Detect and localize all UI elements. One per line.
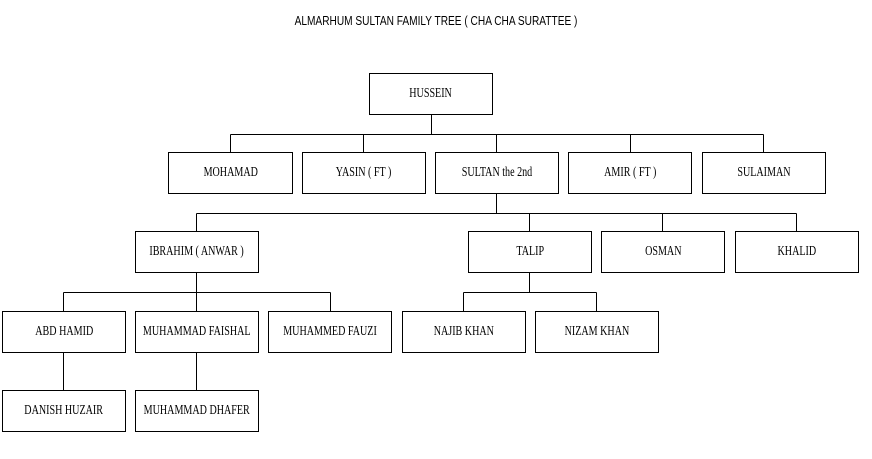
node-osman: OSMAN: [601, 231, 725, 273]
node-label: SULTAN the 2nd: [461, 165, 533, 180]
node-label: HUSSEIN: [409, 86, 453, 101]
node-khalid: KHALID: [735, 231, 859, 273]
node-najib-khan: NAJIB KHAN: [402, 311, 526, 353]
node-danish-huzair: DANISH HUZAIR: [2, 390, 126, 432]
node-label: NAJIB KHAN: [433, 324, 495, 339]
node-nizam-khan: NIZAM KHAN: [535, 311, 659, 353]
node-label: NIZAM KHAN: [564, 324, 630, 339]
node-muhammed-fauzi: MUHAMMED FAUZI: [268, 311, 392, 353]
node-mohamad: MOHAMAD: [168, 152, 293, 194]
node-muhammad-faishal: MUHAMMAD FAISHAL: [135, 311, 259, 353]
node-amir: AMIR ( FT ): [568, 152, 692, 194]
node-label: AMIR ( FT ): [603, 165, 657, 180]
node-label: MUHAMMED FAUZI: [283, 324, 377, 339]
node-label: TALIP: [516, 244, 544, 259]
node-talip: TALIP: [468, 231, 592, 273]
node-label: IBRAHIM ( ANWAR ): [149, 244, 245, 259]
node-muhammad-dhafer: MUHAMMAD DHAFER: [135, 390, 259, 432]
node-sulaiman: SULAIMAN: [702, 152, 826, 194]
node-label: MUHAMMAD FAISHAL: [143, 324, 251, 339]
node-ibrahim: IBRAHIM ( ANWAR ): [135, 231, 259, 273]
node-label: SULAIMAN: [737, 165, 791, 180]
node-sultan-the-2nd: SULTAN the 2nd: [435, 152, 559, 194]
node-label: ABD HAMID: [35, 324, 93, 339]
node-label: KHALID: [777, 244, 817, 259]
node-hussein: HUSSEIN: [369, 73, 493, 115]
diagram-title: ALMARHUM SULTAN FAMILY TREE ( CHA CHA SU…: [294, 13, 578, 28]
node-label: YASIN ( FT ): [336, 165, 392, 180]
node-abd-hamid: ABD HAMID: [2, 311, 126, 353]
node-label: MUHAMMAD DHAFER: [143, 403, 251, 418]
node-yasin: YASIN ( FT ): [302, 152, 426, 194]
node-label: MOHAMAD: [203, 165, 258, 180]
node-label: OSMAN: [644, 244, 682, 259]
node-label: DANISH HUZAIR: [24, 403, 104, 418]
